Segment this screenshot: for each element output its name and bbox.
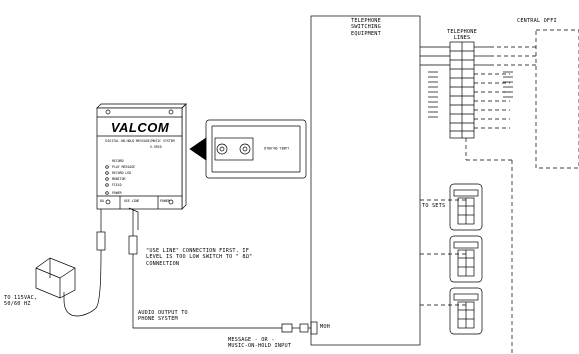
device-model-line: DIGITAL ON-HOLD MESSAGE/MUSIC SYSTEM — [105, 139, 175, 143]
cassette-label: LABEL ON-HOLD — [264, 146, 289, 150]
device-brand-logo: VALCOM — [110, 120, 170, 135]
telephone-lines-label: TELEPHONE LINES — [447, 29, 477, 42]
line-wires — [420, 46, 490, 66]
central-office-label: CENTRAL OFFI — [517, 18, 557, 24]
moh-input-label: MESSAGE - OR - MUSIC-ON-HOLD INPUT — [228, 337, 292, 350]
jack-use-line: USE LINE — [124, 199, 140, 203]
central-office-box — [535, 29, 579, 169]
valcom-device — [96, 103, 187, 210]
indicator-record-led: RECORD LED — [112, 171, 132, 175]
indicator-field: FIELD — [112, 183, 122, 187]
power-cable — [63, 209, 106, 317]
device-model-number: V-9920 — [150, 145, 162, 149]
jack-8ohm: 8Ω — [100, 199, 104, 203]
use-line-note: "USE LINE" CONNECTION FIRST. IF LEVEL IS… — [146, 248, 253, 267]
switching-ticks — [428, 71, 513, 118]
audio-cable — [128, 209, 311, 333]
telephone-set-2 — [449, 235, 483, 283]
use-line-pointer — [128, 207, 139, 230]
audio-output-label: AUDIO OUTPUT TO PHONE SYSTEM — [138, 310, 188, 323]
indicator-record: RECORD — [112, 159, 124, 163]
power-adapter — [35, 257, 76, 299]
cassette — [189, 119, 307, 179]
to-sets-label: TO SETS — [422, 203, 446, 209]
switching-equipment-box — [310, 15, 421, 346]
telephone-set-3 — [449, 287, 483, 335]
telephone-set-1 — [449, 183, 483, 231]
moh-jack — [310, 321, 318, 335]
jack-power: POWER — [160, 199, 170, 203]
moh-label: MOH — [320, 324, 330, 330]
indicator-power: POWER — [112, 191, 122, 195]
central-office-lines — [474, 46, 536, 129]
telephone-lines-block — [449, 41, 475, 139]
indicator-monitor: MONITOR — [112, 177, 126, 181]
indicator-play-message: PLAY MESSAGE — [112, 165, 136, 169]
power-label: TO 115VAC, 50/60 Hz — [4, 295, 38, 308]
switching-equipment-label: TELEPHONE SWITCHING EQUIPMENT — [351, 18, 381, 37]
